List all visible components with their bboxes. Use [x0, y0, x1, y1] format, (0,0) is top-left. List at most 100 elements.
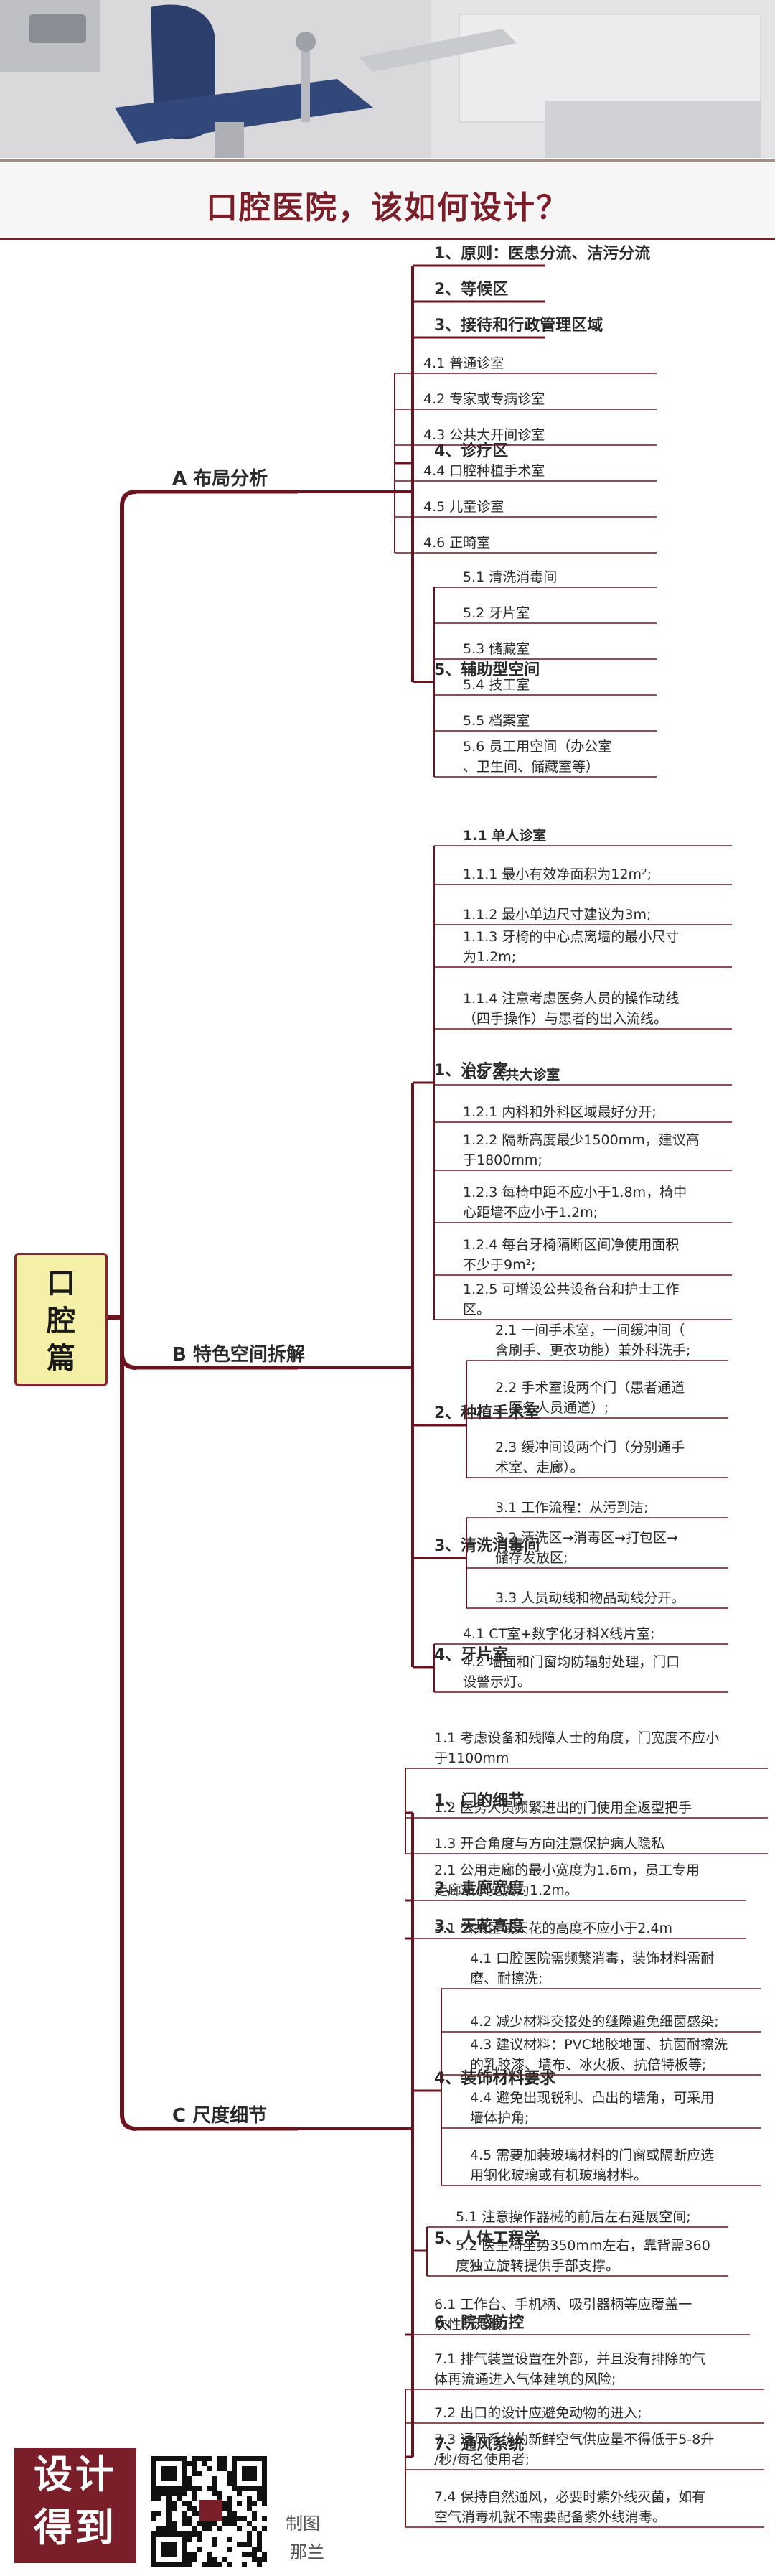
qr-module: [192, 2557, 197, 2562]
qr-module: [217, 2496, 222, 2501]
qr-module: [182, 2501, 187, 2506]
leaf-label: 3.3 人员动线和物品动线分开。: [495, 1590, 685, 1606]
leaf-label: 3.2 清洗区→消毒区→打包区→: [495, 1530, 678, 1546]
qr-module: [166, 2526, 172, 2531]
qr-module: [262, 2491, 267, 2496]
qr-module: [247, 2537, 252, 2542]
qr-module: [247, 2506, 252, 2511]
leaf-label: 4.2 墙面和门窗均防辐射处理，门口: [463, 1654, 680, 1670]
leaf-label: 、医务人员通道）;: [495, 1400, 609, 1416]
leaf-label: 1.1.2 最小单边尺寸建议为3m;: [463, 907, 651, 923]
qr-module: [252, 2516, 257, 2521]
qr-module: [252, 2511, 257, 2516]
qr-module: [187, 2506, 192, 2511]
qr-module: [187, 2516, 192, 2521]
qr-module: [217, 2461, 222, 2466]
leaf-label: 、卫生间、储藏室等）: [463, 759, 599, 775]
qr-module: [262, 2552, 267, 2557]
qr-module: [192, 2461, 197, 2466]
leaf-label: 4.1 口腔医院需频繁消毒，装饰材料需耐: [470, 1951, 714, 1966]
leaf-label: 4.1 CT室+数字化牙科X线片室;: [463, 1626, 654, 1642]
qr-module: [227, 2562, 232, 2567]
leaf-label: 1.3 开合角度与方向注意保护病人隐私: [434, 1836, 664, 1852]
root-label: 口腔篇: [47, 1267, 75, 1375]
qr-module: [237, 2516, 242, 2521]
qr-module: [197, 2537, 202, 2542]
qr-module: [166, 2506, 172, 2511]
qr-module: [199, 2500, 222, 2521]
qr-module: [222, 2557, 227, 2562]
leaf-label: 1.1.1 最小有效净面积为12m²;: [463, 867, 652, 882]
title-bar: 口腔医院，该如何设计？: [0, 159, 775, 240]
qr-module: [222, 2456, 227, 2461]
leaf-label: 4.6 正畸室: [423, 535, 490, 551]
qr-module: [247, 2496, 252, 2501]
qr-module: [257, 2547, 262, 2552]
leaf-label: 区。: [463, 1302, 490, 1317]
leaf-label: （四手操作）与患者的出入流线。: [463, 1011, 667, 1027]
qr-module: [187, 2521, 192, 2526]
qr-module: [192, 2471, 197, 2476]
qr-module: [166, 2496, 172, 2501]
qr-module: [257, 2557, 262, 2562]
credit-line-2: 那兰: [290, 2542, 324, 2562]
qr-module: [242, 2466, 257, 2481]
leaf-label: 4.4 口腔种植手术室: [423, 463, 545, 479]
qr-module: [207, 2486, 212, 2491]
leaf-label: 4.2 专家或专病诊室: [423, 391, 545, 407]
qr-module: [222, 2506, 227, 2511]
leaf-label: 为1.2m;: [463, 949, 516, 965]
leaf-label: 1.1.4 注意考虑医务人员的操作动线: [463, 991, 679, 1007]
qr-module: [197, 2511, 202, 2516]
qr-module: [227, 2506, 232, 2511]
qr-module: [227, 2476, 232, 2481]
qr-module: [156, 2511, 161, 2516]
qr-module: [217, 2456, 222, 2461]
logo-line-1: 设计: [34, 2452, 117, 2497]
qr-module: [237, 2526, 242, 2531]
qr-module: [262, 2557, 267, 2562]
qr-module: [166, 2516, 172, 2521]
topic-label: 3、接待和行政管理区域: [434, 316, 603, 335]
topic-label: 6、院感防控: [434, 2313, 524, 2332]
qr-module: [222, 2466, 227, 2471]
leaf-label: 4.5 儿童诊室: [423, 499, 504, 515]
qr-module: [227, 2537, 232, 2542]
qr-module: [207, 2552, 212, 2557]
qr-code-icon: [149, 2454, 273, 2569]
qr-module: [247, 2552, 252, 2557]
leaf-label: 5.5 档案室: [463, 713, 530, 729]
qr-module: [202, 2521, 207, 2526]
qr-module: [182, 2516, 187, 2521]
qr-module: [187, 2486, 192, 2491]
leaf-label: 1.1 单人诊室: [463, 827, 546, 844]
qr-module: [222, 2516, 227, 2521]
qr-module: [192, 2491, 197, 2496]
qr-module: [187, 2476, 192, 2481]
qr-module: [192, 2511, 197, 2516]
brand-logo: 设计 得到: [14, 2448, 136, 2563]
leaf-label: 7.1 排气装置设置在外部，并且没有排除的气: [434, 2351, 705, 2367]
qr-module: [207, 2456, 212, 2461]
qr-module: [187, 2501, 192, 2506]
branch-label: A 布局分析: [172, 468, 268, 490]
qr-module: [262, 2501, 267, 2506]
qr-module: [247, 2501, 252, 2506]
qr-module: [222, 2461, 227, 2466]
qr-module: [187, 2461, 192, 2466]
leaf-label: 3.1 公共区域天花的高度不应小于2.4m: [434, 1921, 672, 1936]
trunk-a: [120, 490, 137, 1317]
qr-module: [207, 2466, 212, 2471]
qr-module: [227, 2516, 232, 2521]
qr-module: [202, 2456, 207, 2461]
logo-line-2: 得到: [34, 2505, 117, 2550]
trunk-b: [120, 1353, 137, 1370]
leaf-label: 次性防污膜。: [434, 2317, 516, 2333]
leaf-label: 2.1 公用走廊的最小宽度为1.6m，员工专用: [434, 1862, 700, 1878]
leaf-label: 墙体护角;: [470, 2110, 529, 2126]
branch-label: B 特色空间拆解: [172, 1343, 305, 1366]
qr-module: [192, 2486, 197, 2491]
qr-module: [187, 2481, 192, 2486]
topic-label: 7、通风系统: [434, 2435, 524, 2454]
qr-module: [227, 2496, 232, 2501]
